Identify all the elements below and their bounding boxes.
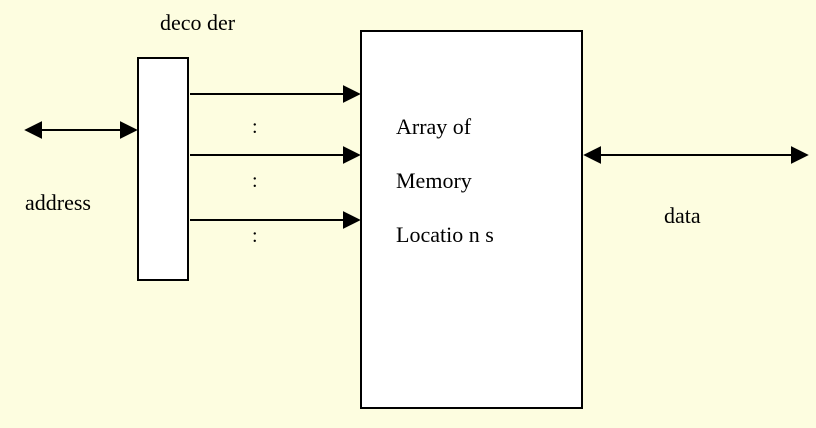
ellipsis-mark-3: :: [252, 225, 258, 247]
memory-label-line-2: Memory: [396, 168, 472, 193]
address-label: address: [25, 190, 91, 215]
memory-array-box: [360, 30, 583, 409]
memory-label-line-1: Array of: [396, 114, 472, 139]
decoder-box: [137, 57, 189, 281]
decoder-label: deco der: [160, 10, 236, 35]
ellipsis-mark-1: :: [252, 116, 258, 138]
ellipsis-mark-2: :: [252, 170, 258, 192]
memory-label-line-3: Locatio n s: [396, 222, 494, 247]
data-label: data: [664, 203, 701, 228]
